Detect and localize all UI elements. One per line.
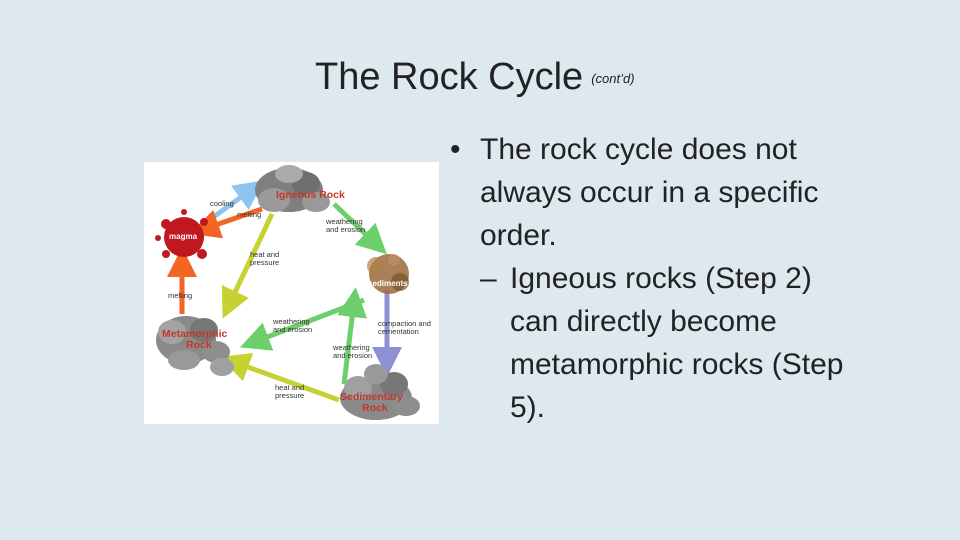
title-main: The Rock Cycle	[315, 56, 584, 98]
bullet-item: • The rock cycle does not always occur in…	[450, 128, 850, 257]
bullet-marker: •	[450, 133, 461, 166]
melting-arrow-top	[189, 206, 263, 239]
heat-pressure-1-label-b: pressure	[250, 258, 279, 267]
cooling-label: cooling	[210, 199, 234, 208]
weathering-arrow-bottom	[337, 287, 368, 385]
metamorphic-label-2: Rock	[186, 339, 212, 351]
weathering-arrow-top	[332, 202, 387, 255]
heat-pressure-arrow-bottom	[219, 352, 340, 403]
sub-bullet-item: –Igneous rocks (Step 2) can directly bec…	[450, 257, 850, 429]
compaction-label-b: cementation	[378, 327, 419, 336]
weathering-2-label-a: weathering	[272, 317, 310, 326]
heat-pressure-2-label-a: heat and	[275, 383, 304, 392]
sedimentary-label-2: Rock	[362, 402, 388, 414]
igneous-rock-image	[255, 165, 330, 212]
weathering-2-label-b: and erosion	[273, 325, 312, 334]
sub-bullet-text: Igneous rocks (Step 2) can directly beco…	[510, 262, 844, 424]
igneous-rock-label: Igneous Rock	[276, 189, 345, 201]
sedimentary-label-1: Sedimentary	[340, 391, 403, 403]
weathering-3-label-b: and erosion	[333, 351, 372, 360]
bullet-text: The rock cycle does not always occur in …	[480, 133, 819, 252]
rock-cycle-diagram: Igneous Rock magma sediments	[144, 162, 439, 424]
heat-pressure-arrow-left	[221, 212, 275, 319]
heat-pressure-1-label-a: heat and	[250, 250, 279, 259]
weathering-1-label-b: and erosion	[326, 225, 365, 234]
rock-cycle-svg: Igneous Rock magma sediments	[155, 165, 431, 420]
sub-bullet-marker: –	[480, 262, 497, 295]
compaction-label-a: compaction and	[378, 319, 431, 328]
magma-label: magma	[169, 232, 198, 241]
magma-image	[155, 209, 208, 259]
weathering-1-label-a: weathering	[325, 217, 363, 226]
slide-title: The Rock Cycle (cont’d)	[315, 56, 635, 99]
melting-top-label: melting	[237, 210, 261, 219]
body-text: • The rock cycle does not always occur in…	[450, 128, 850, 429]
weathering-3-label-a: weathering	[332, 343, 370, 352]
metamorphic-rock-image	[156, 316, 234, 376]
title-subtitle: (cont’d)	[591, 71, 635, 86]
heat-pressure-2-label-b: pressure	[275, 391, 304, 400]
sediments-image	[367, 254, 409, 294]
metamorphic-label-1: Metamorphic	[162, 328, 228, 340]
melting-left-label: melting	[168, 291, 192, 300]
sediments-label: sediments	[368, 279, 408, 288]
sedimentary-rock-image	[340, 364, 420, 420]
